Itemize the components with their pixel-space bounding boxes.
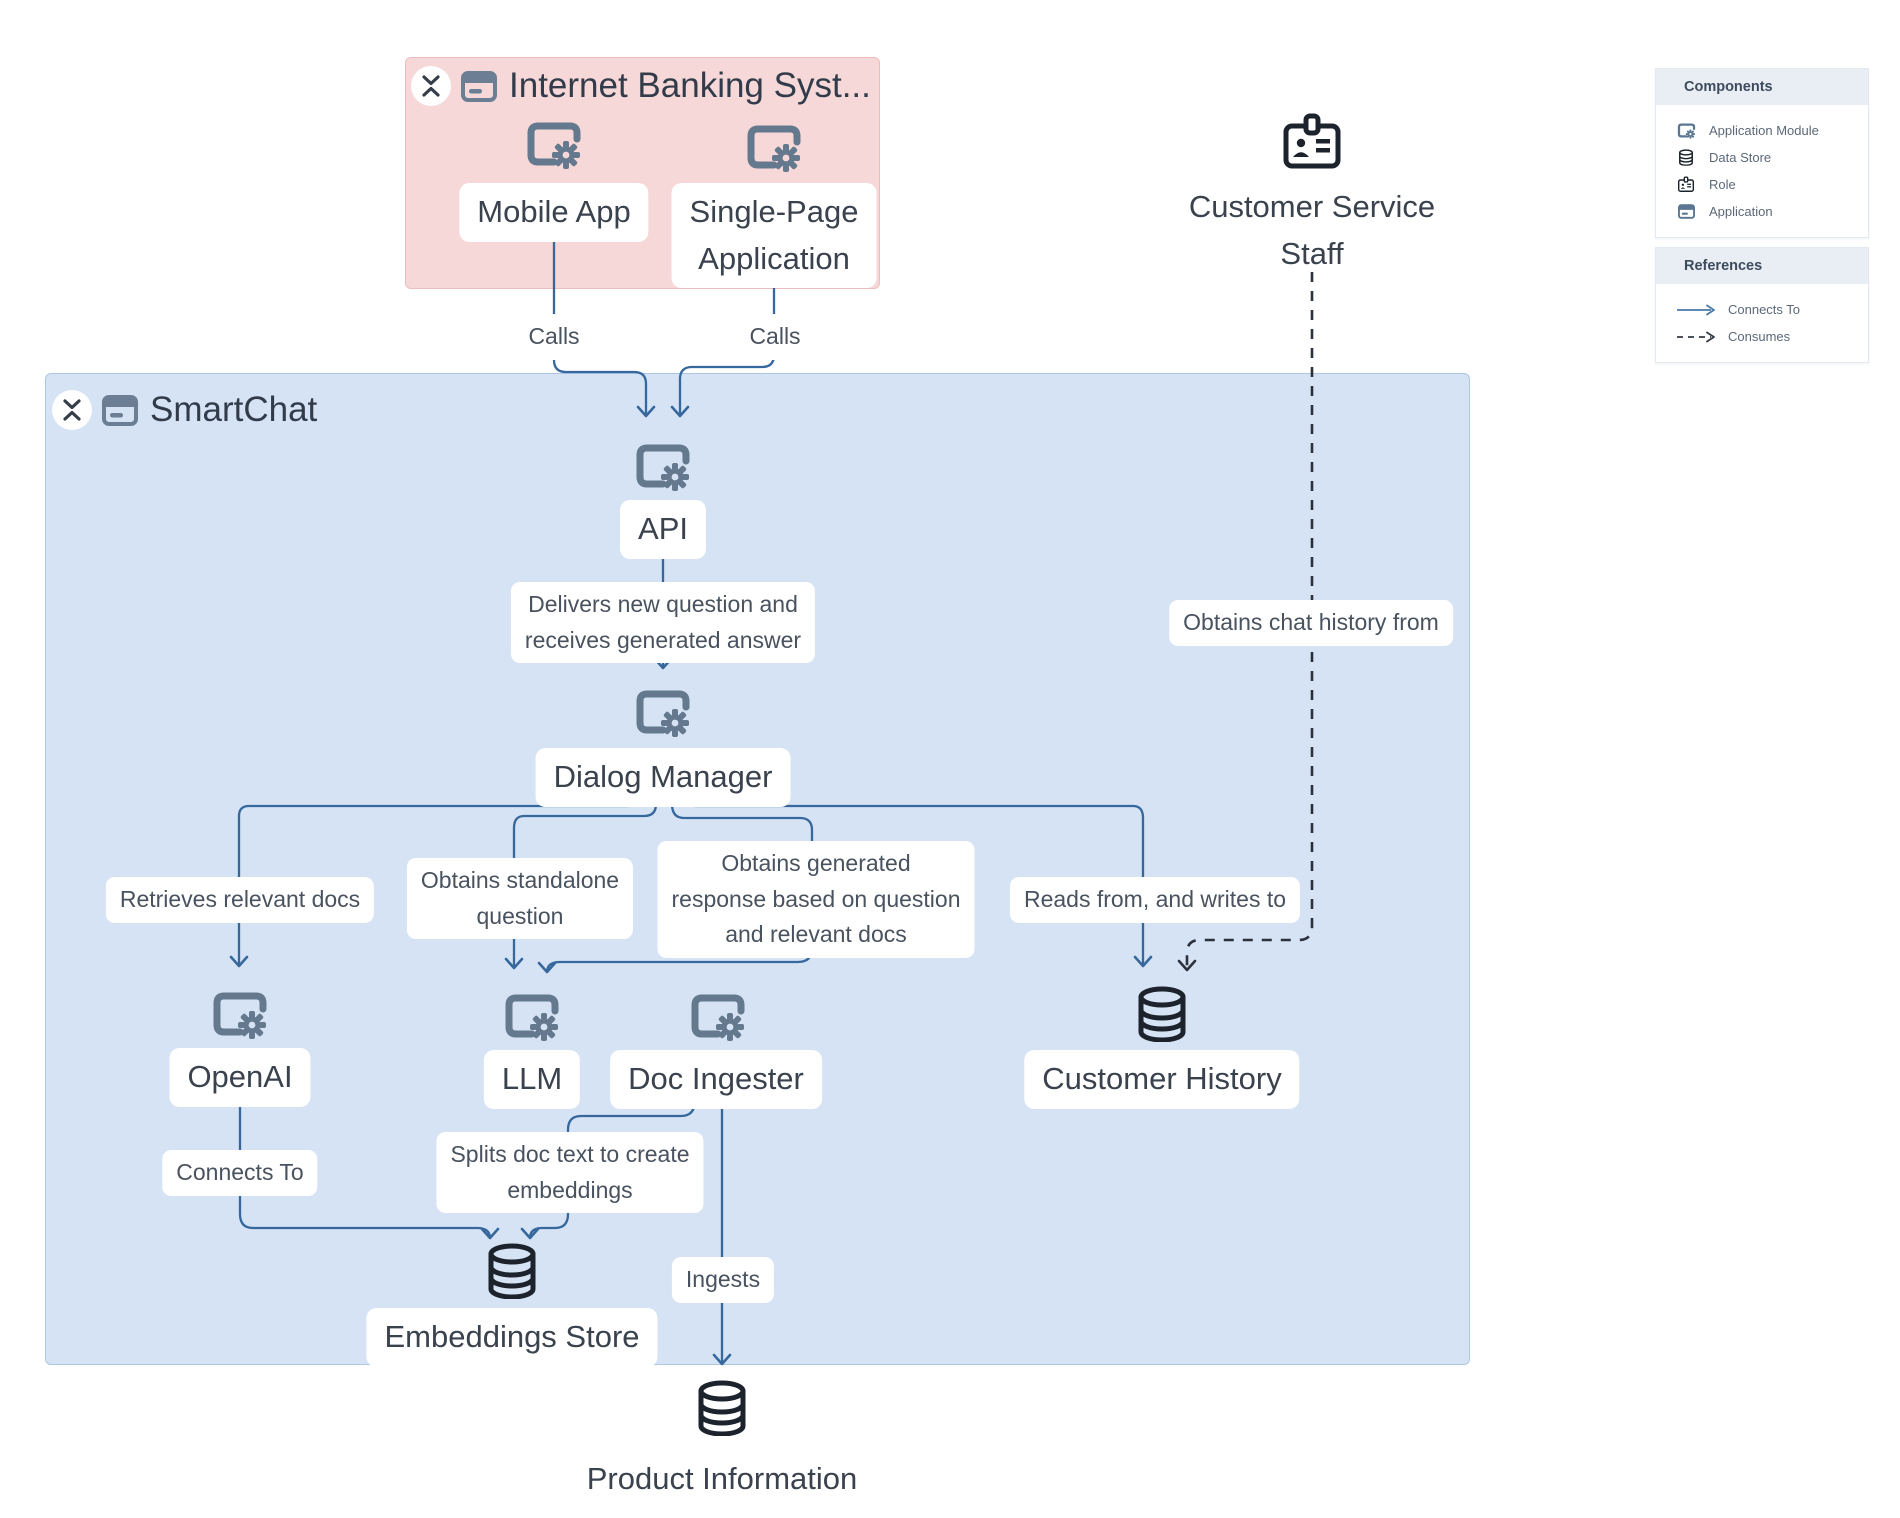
- edge-spa-calls-api[interactable]: [670, 285, 776, 418]
- edge-label-calls-mobile[interactable]: Calls: [514, 314, 594, 360]
- edge-label-ingests[interactable]: Ingests: [671, 1257, 775, 1303]
- legend-item-connects-to: Connects To: [1676, 296, 1868, 323]
- legend-item-application-module: Application Module: [1676, 117, 1868, 144]
- edge-label-calls-spa[interactable]: Calls: [735, 314, 815, 360]
- collapse-icon[interactable]: [52, 390, 92, 430]
- data-store-icon: [1678, 149, 1694, 166]
- node-customer-history[interactable]: Customer History: [1024, 1050, 1300, 1109]
- edge-staff-consumes-customer-history[interactable]: [1177, 272, 1314, 972]
- application-module-icon[interactable]: [525, 118, 583, 170]
- node-embeddings-store[interactable]: Embeddings Store: [366, 1308, 658, 1367]
- application-module-icon[interactable]: [745, 121, 803, 173]
- node-single-page-application[interactable]: Single-Page Application: [671, 183, 877, 288]
- edge-label-obtains-chat-history[interactable]: Obtains chat history from: [1169, 600, 1453, 646]
- collapse-icon[interactable]: [411, 66, 451, 106]
- edge-label-retrieves-relevant-docs[interactable]: Retrieves relevant docs: [105, 877, 375, 923]
- group-title-smartchat[interactable]: SmartChat: [150, 390, 318, 429]
- node-api[interactable]: API: [620, 500, 706, 559]
- edge-label-delivers[interactable]: Delivers new question and receives gener…: [510, 582, 816, 664]
- edge-label-obtains-generated-response[interactable]: Obtains generated response based on ques…: [657, 841, 975, 958]
- legend-components: Components Application Module Data Store…: [1655, 68, 1869, 238]
- node-doc-ingester[interactable]: Doc Ingester: [610, 1050, 822, 1109]
- application-module-icon[interactable]: [503, 990, 561, 1042]
- node-openai[interactable]: OpenAI: [169, 1048, 311, 1107]
- edge-label-reads-writes[interactable]: Reads from, and writes to: [1009, 877, 1301, 923]
- dashed-arrow-icon: [1677, 331, 1715, 342]
- legend-references: References Connects To Consumes: [1655, 247, 1869, 363]
- data-store-icon[interactable]: [485, 1243, 539, 1299]
- application-module-icon[interactable]: [634, 440, 692, 492]
- data-store-icon[interactable]: [695, 1380, 749, 1436]
- application-icon: [102, 395, 138, 426]
- role-icon[interactable]: [1280, 112, 1344, 172]
- application-module-icon[interactable]: [211, 988, 269, 1040]
- application-icon: [1678, 204, 1695, 219]
- edge-mobile-app-calls-api[interactable]: [552, 232, 656, 418]
- group-title-internet-banking[interactable]: Internet Banking Syst...: [509, 66, 871, 105]
- legend-item-data-store: Data Store: [1676, 144, 1868, 171]
- edge-label-connects-to[interactable]: Connects To: [162, 1150, 318, 1196]
- node-mobile-app[interactable]: Mobile App: [459, 183, 649, 242]
- node-product-information[interactable]: Product Information: [568, 1450, 876, 1509]
- legend-components-title: Components: [1656, 69, 1868, 105]
- solid-arrow-icon: [1677, 304, 1715, 315]
- application-module-icon[interactable]: [689, 990, 747, 1042]
- role-icon: [1677, 176, 1695, 193]
- edge-openai-connects-embeddings-store[interactable]: [238, 1098, 500, 1240]
- application-icon: [461, 71, 497, 102]
- legend-references-title: References: [1656, 248, 1868, 284]
- edge-label-splits-doc-text[interactable]: Splits doc text to create embeddings: [436, 1132, 704, 1214]
- node-customer-service-staff[interactable]: Customer Service Staff: [1188, 189, 1436, 271]
- application-module-icon[interactable]: [634, 686, 692, 738]
- node-llm[interactable]: LLM: [483, 1050, 581, 1109]
- legend-item-consumes: Consumes: [1676, 323, 1868, 350]
- legend-item-role: Role: [1676, 171, 1868, 198]
- application-module-icon: [1677, 122, 1696, 139]
- edge-label-obtains-standalone-question[interactable]: Obtains standalone question: [406, 858, 634, 940]
- data-store-icon[interactable]: [1135, 986, 1189, 1042]
- edge-dialog-manager-standalone-llm[interactable]: [504, 798, 658, 970]
- edge-dialog-manager-generated-llm[interactable]: [537, 798, 814, 974]
- legend-item-application: Application: [1676, 198, 1868, 225]
- node-dialog-manager[interactable]: Dialog Manager: [535, 748, 791, 807]
